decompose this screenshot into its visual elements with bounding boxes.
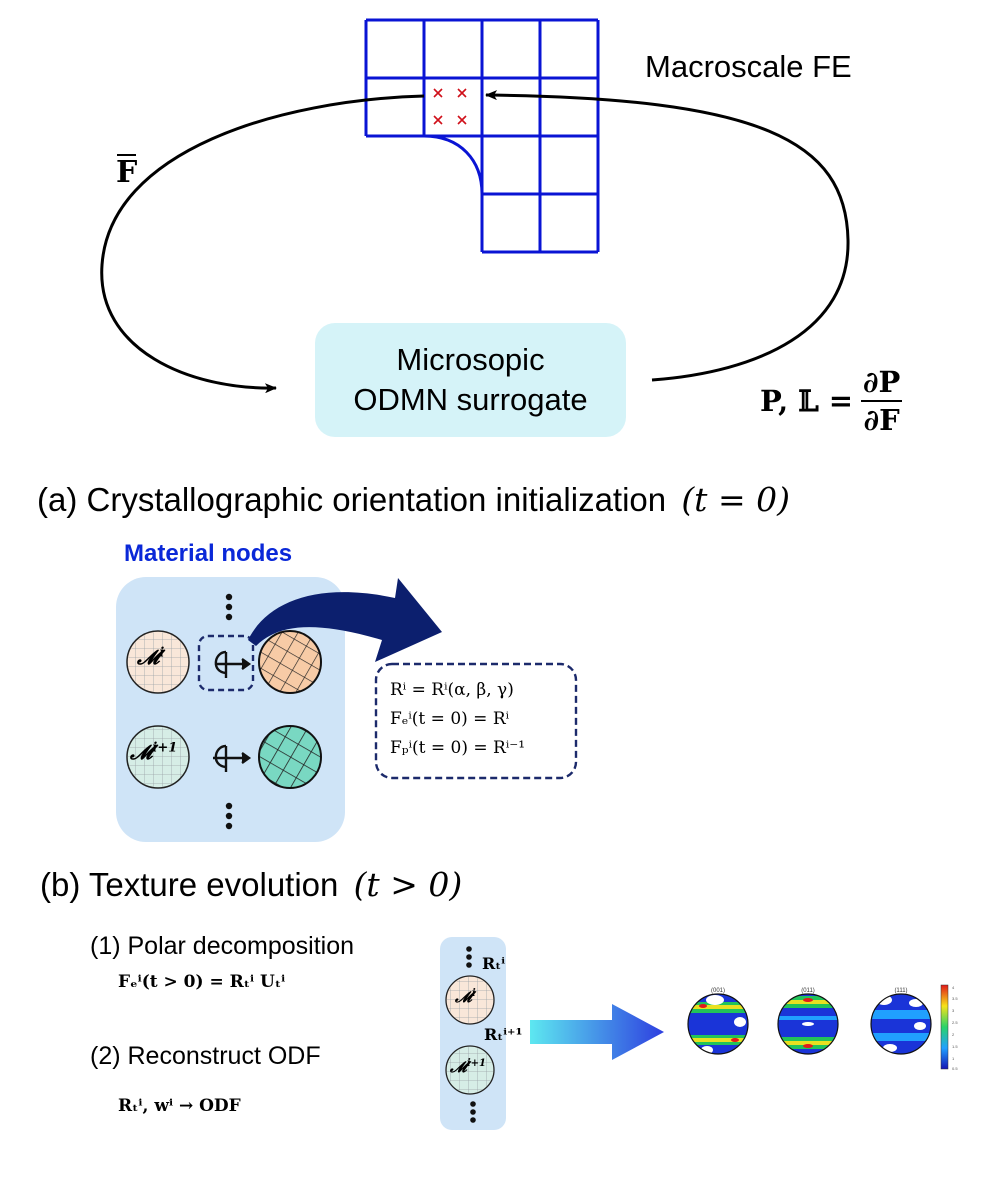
dots-top-a bbox=[225, 593, 233, 621]
pole-figure-111 bbox=[870, 993, 932, 1055]
step-polar-decomposition: (1) Polar decomposition bbox=[90, 932, 355, 960]
rotation-label-i1: Rₜⁱ⁺¹ bbox=[484, 1025, 523, 1044]
updated-node-i-grid bbox=[447, 977, 493, 1023]
svg-text:2.5: 2.5 bbox=[952, 1020, 958, 1025]
svg-text:(111): (111) bbox=[894, 988, 907, 994]
deformation-gradient-label: F bbox=[116, 154, 138, 190]
section-a-heading: (a) Crystallographic orientation initial… bbox=[37, 481, 667, 518]
svg-text:0.5: 0.5 bbox=[952, 1066, 958, 1071]
pole-figure-titles: (001) (011) (111) bbox=[711, 988, 908, 994]
svg-text:4: 4 bbox=[952, 985, 955, 990]
odmn-line1: Microsopic bbox=[396, 342, 545, 377]
dots-bottom-b bbox=[470, 1101, 476, 1123]
material-nodes-label: Material nodes bbox=[124, 540, 293, 567]
fraction-denominator: ∂F bbox=[863, 403, 900, 437]
rotated-node-i bbox=[258, 630, 322, 694]
pole-figure-001 bbox=[687, 993, 749, 1055]
updated-node-i1-grid bbox=[447, 1047, 493, 1093]
rotation-icon bbox=[214, 650, 252, 678]
svg-text:3: 3 bbox=[952, 1008, 955, 1013]
rotation-detail-arrow bbox=[248, 578, 442, 662]
orientation-equation-box bbox=[374, 662, 578, 780]
section-a-title: (a) Crystallographic orientation initial… bbox=[37, 480, 790, 519]
polar-decomposition-equation: Fₑⁱ(t > 0) = Rₜⁱ Uₜⁱ bbox=[118, 972, 286, 992]
updated-node-i1-symbol: 𝓜 bbox=[450, 1058, 467, 1076]
updated-node-i-sup: i bbox=[471, 988, 476, 999]
node-i1-label: 𝓜i+1 bbox=[130, 740, 177, 764]
macroscale-title: Macroscale FE bbox=[645, 49, 852, 84]
equation-rotation: Rⁱ = Rⁱ(α, β, γ) bbox=[390, 680, 514, 700]
odmn-box bbox=[315, 323, 626, 437]
dots-bottom-a bbox=[225, 802, 233, 830]
colorbar-ticks: 4 3.5 3 2.5 2 1.5 1 0.5 bbox=[952, 985, 958, 1071]
strain-arrow bbox=[100, 94, 425, 394]
updated-node-i-label: 𝓜i bbox=[455, 988, 476, 1006]
stress-tangent-left: P, 𝕃 = bbox=[760, 384, 854, 418]
step-reconstruct-odf: (2) Reconstruct ODF bbox=[90, 1042, 321, 1070]
section-b-title: (b) Texture evolution (t > 0) bbox=[40, 865, 462, 904]
tangent-fraction: ∂P ∂F bbox=[861, 365, 903, 437]
svg-text:1.5: 1.5 bbox=[952, 1044, 958, 1049]
fe-mesh bbox=[364, 18, 600, 254]
rotation-label-i: Rₜⁱ bbox=[482, 954, 506, 973]
svg-text:(011): (011) bbox=[801, 988, 815, 994]
updated-node-i1-sup: i+1 bbox=[466, 1058, 486, 1069]
overbar bbox=[117, 154, 137, 156]
node-i-label: 𝓜i bbox=[137, 645, 164, 669]
section-b-heading: (b) Texture evolution bbox=[40, 866, 339, 903]
odf-equation: Rₜⁱ, wⁱ → ODF bbox=[118, 1096, 241, 1116]
odf-arrow bbox=[530, 1004, 664, 1060]
node-i1-sup: i+1 bbox=[152, 740, 178, 756]
node-i-sup: i bbox=[159, 645, 165, 661]
updated-node-i-symbol: 𝓜 bbox=[455, 988, 472, 1006]
node-i-symbol: 𝓜 bbox=[137, 645, 160, 669]
f-symbol: F bbox=[116, 155, 138, 190]
svg-text:(001): (001) bbox=[711, 988, 725, 994]
odf-colorbar bbox=[940, 984, 949, 1070]
equation-plastic: Fₚⁱ(t = 0) = Rⁱ⁻¹ bbox=[390, 738, 526, 758]
pole-figure-011 bbox=[777, 993, 839, 1055]
section-b-condition: (t > 0) bbox=[353, 865, 463, 904]
integration-points bbox=[433, 88, 467, 125]
stress-tangent-label: P, 𝕃 = ∂P ∂F bbox=[760, 365, 903, 437]
fraction-numerator: ∂P bbox=[861, 365, 903, 402]
stress-arrow bbox=[485, 90, 850, 382]
node-i1-grid bbox=[128, 727, 188, 787]
svg-text:2: 2 bbox=[952, 1032, 955, 1037]
orientation-equations: Rⁱ = Rⁱ(α, β, γ) Fₑⁱ(t = 0) = Rⁱ Fₚⁱ(t =… bbox=[390, 676, 525, 763]
odmn-line2: ODMN surrogate bbox=[353, 382, 588, 417]
odmn-label: Microsopic ODMN surrogate bbox=[315, 340, 626, 420]
node-i-grid bbox=[128, 632, 188, 692]
rotation-icon-2 bbox=[213, 744, 252, 772]
updated-node-i1-label: 𝓜i+1 bbox=[450, 1058, 486, 1076]
dots-top-b bbox=[466, 946, 472, 968]
rotated-node-i1 bbox=[258, 725, 322, 789]
svg-text:1: 1 bbox=[952, 1056, 955, 1061]
equation-elastic: Fₑⁱ(t = 0) = Rⁱ bbox=[390, 709, 510, 729]
section-a-condition: (t = 0) bbox=[681, 480, 790, 519]
node-i1-symbol: 𝓜 bbox=[130, 740, 153, 764]
svg-text:3.5: 3.5 bbox=[952, 996, 958, 1001]
